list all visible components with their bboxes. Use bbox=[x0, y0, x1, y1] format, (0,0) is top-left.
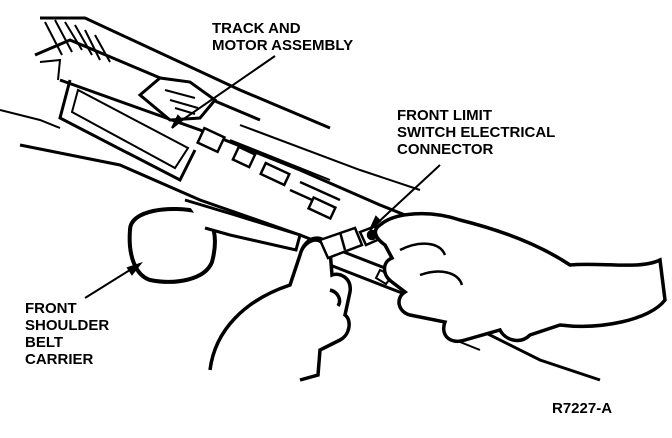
track-motor-label: TRACK AND MOTOR ASSEMBLY bbox=[212, 20, 353, 54]
right-hand bbox=[373, 211, 667, 343]
shoulder-belt-carrier bbox=[127, 198, 302, 284]
shoulder-carrier-line-1: FRONT bbox=[25, 300, 77, 317]
track-motor-line-1: TRACK AND bbox=[212, 20, 301, 37]
shoulder-carrier-label: FRONT SHOULDER BELT CARRIER bbox=[25, 300, 109, 368]
limit-connector-line-1: FRONT LIMIT bbox=[397, 107, 492, 124]
shoulder-carrier-line-2: SHOULDER bbox=[25, 317, 110, 334]
shoulder-carrier-line-3: BELT bbox=[25, 334, 64, 351]
limit-connector-line-3: CONNECTOR bbox=[397, 141, 494, 158]
limit-connector-label: FRONT LIMIT SWITCH ELECTRICAL CONNECTOR bbox=[397, 107, 555, 158]
left-hand bbox=[208, 236, 352, 382]
connector-parts bbox=[318, 224, 384, 260]
shoulder-carrier-line-4: CARRIER bbox=[25, 351, 94, 368]
track-details bbox=[195, 126, 341, 221]
limit-connector-line-2: SWITCH ELECTRICAL bbox=[397, 124, 556, 141]
track-motor-line-2: MOTOR ASSEMBLY bbox=[212, 37, 354, 54]
leader-lines bbox=[84, 55, 441, 299]
figure-code: R7227-A bbox=[552, 400, 613, 417]
